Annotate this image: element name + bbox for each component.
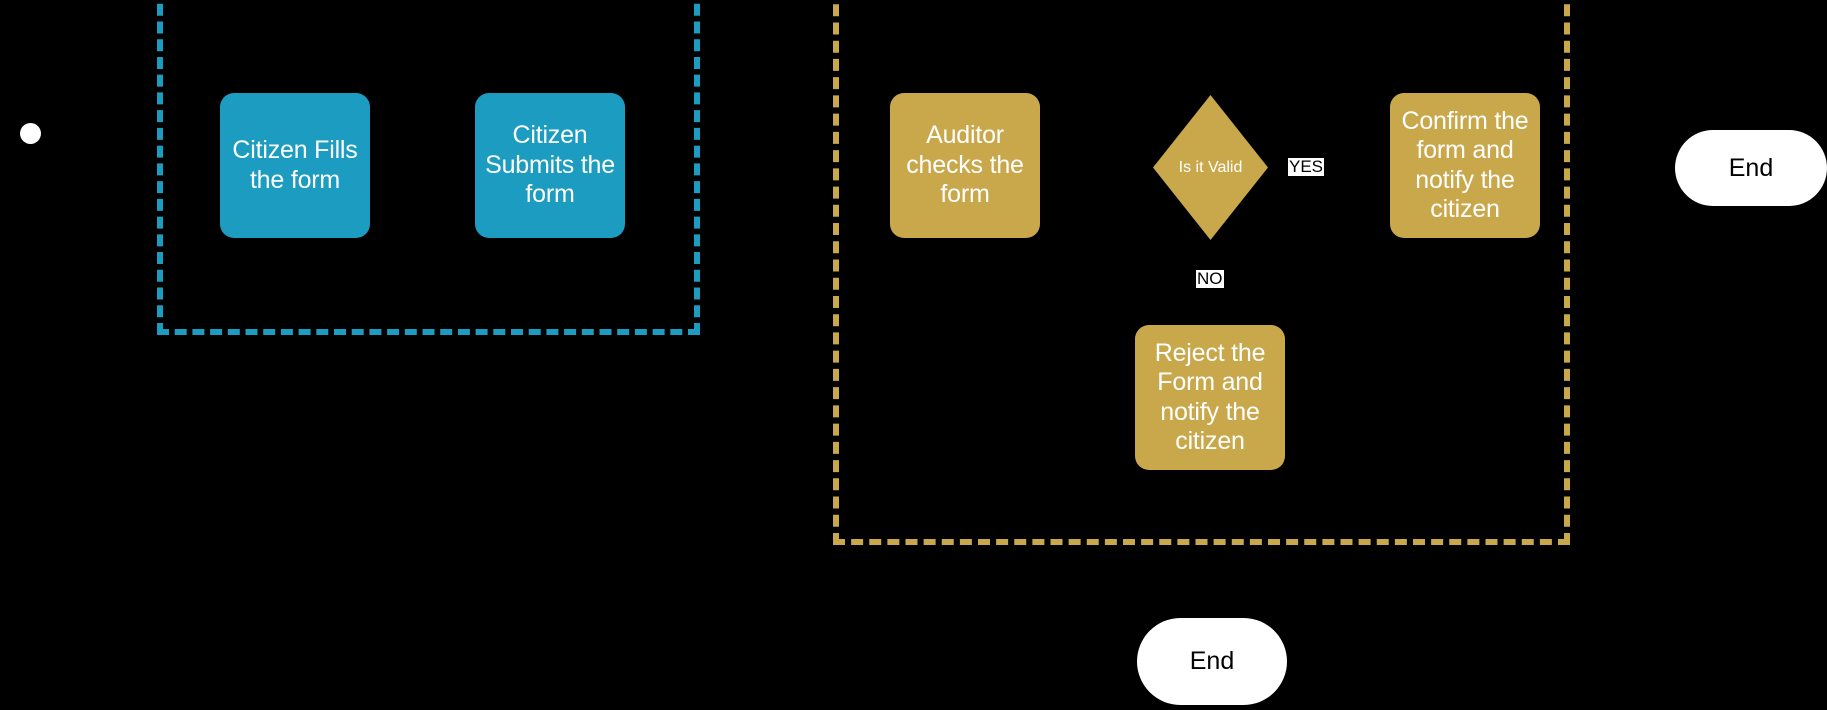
node-is-it-valid-decision[interactable]: Is it Valid [1153, 95, 1268, 240]
start-node[interactable] [20, 123, 41, 144]
citizen-lane-container [157, 0, 700, 335]
end-node-right[interactable]: End [1675, 130, 1827, 206]
node-confirm-form-notify-citizen[interactable]: Confirm the form and notify the citizen [1390, 93, 1540, 238]
node-auditor-checks-form[interactable]: Auditor checks the form [890, 93, 1040, 238]
node-reject-form-notify-citizen[interactable]: Reject the Form and notify the citizen [1135, 325, 1285, 470]
edge-label-no: NO [1196, 269, 1224, 288]
node-citizen-fills-form[interactable]: Citizen Fills the form [220, 93, 370, 238]
end-node-bottom[interactable]: End [1137, 618, 1287, 705]
node-citizen-submits-form[interactable]: Citizen Submits the form [475, 93, 625, 238]
decision-label: Is it Valid [1178, 158, 1243, 176]
edge-label-yes: YES [1288, 157, 1325, 176]
auditor-lane-container [833, 0, 1570, 545]
